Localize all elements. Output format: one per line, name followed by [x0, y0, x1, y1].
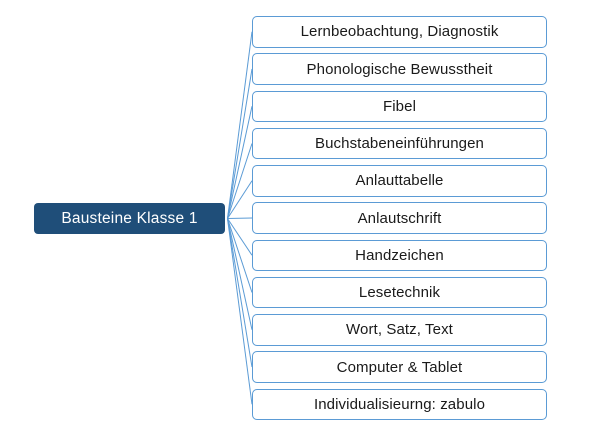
- connector-line: [227, 106, 253, 219]
- connector-line: [227, 31, 253, 219]
- child-node-label: Fibel: [382, 97, 416, 115]
- child-node-5: Anlautschrift: [252, 202, 547, 234]
- connector-line: [227, 218, 253, 368]
- child-node-label: Wort, Satz, Text: [346, 321, 453, 339]
- connector-line: [227, 180, 253, 219]
- connector-line: [227, 218, 253, 293]
- child-node-label: Computer & Tablet: [336, 358, 463, 376]
- connector-line: [227, 218, 253, 405]
- connector-line: [227, 217, 253, 219]
- child-node-label: Individualisieurng: zabulo: [313, 395, 486, 413]
- child-node-3: Buchstabeneinführungen: [252, 127, 547, 160]
- child-node-label: Lernbeobachtung, Diagnostik: [300, 23, 499, 41]
- child-node-9: Computer & Tablet: [252, 351, 547, 383]
- connector-line: [227, 218, 253, 330]
- connector-line: [227, 143, 253, 219]
- root-node: Bausteine Klasse 1: [34, 203, 225, 234]
- child-node-7: Lesetechnik: [252, 276, 547, 309]
- child-node-10: Individualisieurng: zabulo: [252, 388, 547, 420]
- child-node-label: Lesetechnik: [358, 284, 441, 301]
- connector-line: [227, 218, 253, 256]
- child-node-label: Buchstabeneinführungen: [314, 135, 484, 152]
- child-node-4: Anlauttabelle: [252, 165, 547, 197]
- child-node-label: Handzeichen: [355, 246, 444, 264]
- child-node-8: Wort, Satz, Text: [252, 314, 547, 346]
- child-node-label: Anlauttabelle: [355, 172, 444, 190]
- connector-line: [227, 68, 253, 219]
- child-node-label: Phonologische Bewusstheit: [306, 60, 493, 78]
- child-node-label: Anlautschrift: [357, 209, 442, 227]
- child-node-0: Lernbeobachtung, Diagnostik: [252, 16, 547, 48]
- child-node-2: Fibel: [252, 90, 547, 122]
- child-node-6: Handzeichen: [252, 239, 547, 271]
- child-node-1: Phonologische Bewusstheit: [252, 53, 547, 85]
- root-node-label: Bausteine Klasse 1: [61, 209, 198, 227]
